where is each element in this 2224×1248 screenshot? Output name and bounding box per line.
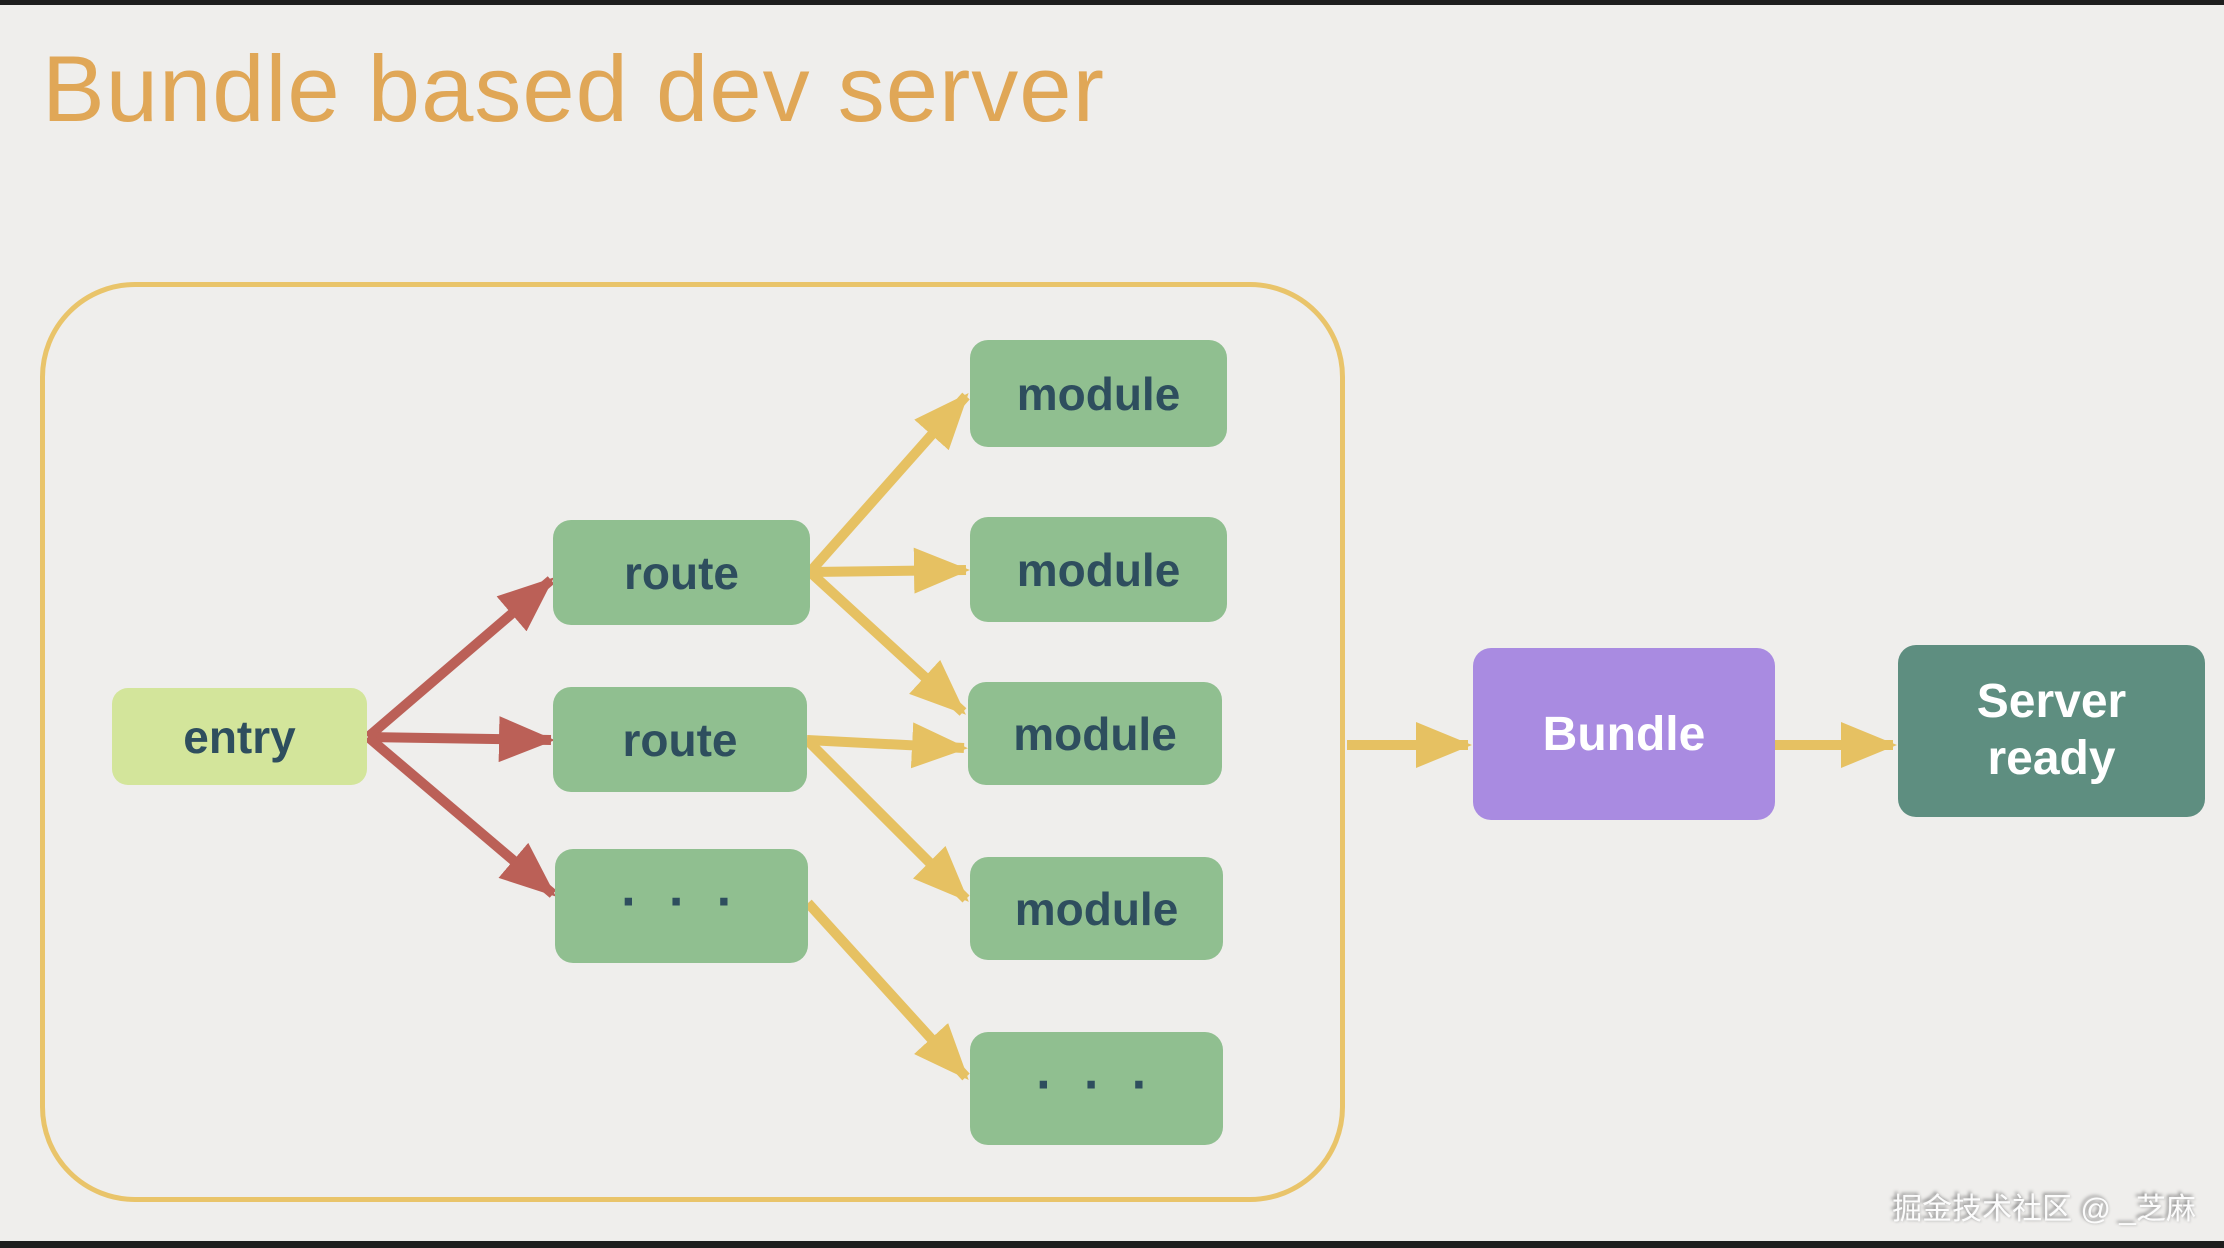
- node-module-2: module: [970, 517, 1227, 622]
- dev-server-boundary: [40, 282, 1345, 1202]
- page-title: Bundle based dev server: [42, 36, 1105, 141]
- node-route-1: route: [553, 520, 810, 625]
- arrow-route1-to-module-1: [806, 392, 970, 576]
- arrow-entry-to-route-more: [364, 733, 557, 898]
- letterbox-top-bar: [0, 0, 2224, 5]
- letterbox-bottom-bar: [0, 1241, 2224, 1248]
- node-module-4: module: [970, 857, 1223, 960]
- node-module-3: module: [968, 682, 1222, 785]
- node-route-ellipsis: · · ·: [555, 849, 808, 963]
- arrow-entry-to-route-2: [367, 716, 555, 763]
- node-server-ready: Server ready: [1898, 645, 2205, 817]
- server-ready-label: Server ready: [1976, 675, 2127, 785]
- node-module-ellipsis: · · ·: [970, 1032, 1223, 1145]
- arrow-entry-to-route-1: [364, 576, 555, 741]
- arrow-route2-to-module-4: [803, 736, 970, 903]
- node-bundle: Bundle: [1473, 648, 1775, 820]
- arrow-route1-to-module-3: [806, 568, 967, 716]
- arrow-route2-to-module-3: [806, 722, 968, 769]
- node-entry: entry: [112, 688, 367, 785]
- watermark: 掘金技术社区 @ _芝麻: [1892, 1193, 2196, 1226]
- node-module-1: module: [970, 340, 1227, 447]
- arrow-routemore-to-module-more: [804, 899, 970, 1081]
- node-route-2: route: [553, 687, 807, 792]
- arrow-route1-to-module-2: [809, 547, 970, 594]
